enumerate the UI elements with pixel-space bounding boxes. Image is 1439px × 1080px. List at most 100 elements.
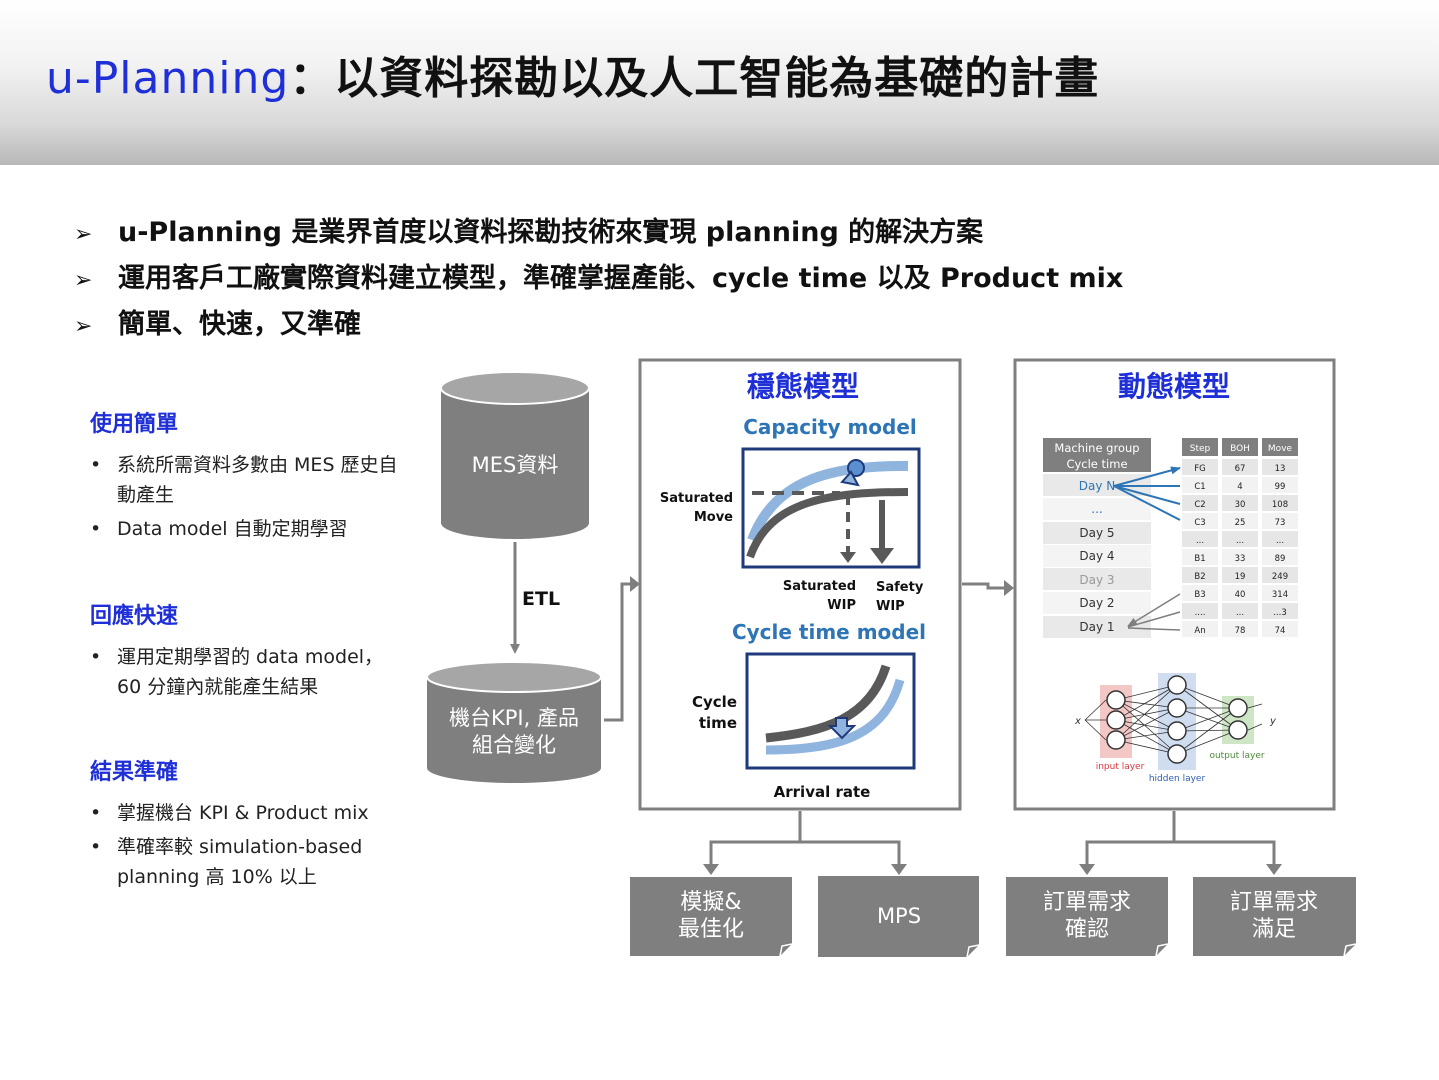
step-table-cell [1262,567,1298,583]
step-table-cell-text: C1 [1194,482,1205,492]
step-table-cell-text: ... [1276,536,1284,546]
capacity-ylabel-line2: Move [694,510,733,525]
step-table-cell [1182,567,1218,583]
machine-group-header-line2: Cycle time [1066,457,1127,471]
step-table-header-cell [1182,438,1218,456]
output-label-line1: 訂單需求 [1230,890,1318,915]
output-arrowheads [703,864,1282,875]
step-table-cell-text: ... [1196,536,1204,546]
step-table-cell [1182,459,1218,475]
step-table-cell [1222,513,1258,529]
step-table-cell [1222,477,1258,493]
nn-input-symbol: x [1074,716,1081,727]
step-table-cell-text: 67 [1235,464,1246,474]
connector-steady-to-dynamic [962,582,1008,590]
step-table-cell [1262,477,1298,493]
connector-arrowhead [1004,580,1014,596]
steady-state-title: 穩態模型 [747,370,859,403]
day-item: Day 5 [1079,526,1114,540]
section-heading: 使用簡單 [90,412,179,437]
step-table-cell-text: 4 [1237,482,1242,492]
step-table-cell [1182,513,1218,529]
title-text: ：以資料探勘以及人工智能為基礎的計畫 [289,53,1100,104]
cycle-xlabel: Arrival rate [774,783,871,801]
section-heading: 結果準確 [90,760,179,785]
capacity-xlabel-saturated: Saturated [783,579,856,594]
title-brand: u-Planning [46,53,290,104]
step-table-header-cell [1222,438,1258,456]
section-item: Data model 自動定期學習 [90,514,407,544]
step-table-cell-text: 40 [1235,590,1246,600]
day-item: Day 1 [1079,620,1114,634]
cycle-time-model-title: Cycle time model [732,620,926,644]
cycle-ylabel-line1: Cycle [692,693,737,711]
output-label: MPS [877,904,921,928]
etl-label: ETL [522,588,560,610]
nn-input-layer-label: input layer [1096,762,1145,772]
day-item: Day 2 [1079,596,1114,610]
title-bar: u-Planning：以資料探勘以及人工智能為基礎的計畫 [0,0,1439,165]
step-table-cell [1262,459,1298,475]
step-table-cell [1182,477,1218,493]
step-table-cell-text: 13 [1275,464,1286,474]
capacity-model-chart [741,447,921,569]
section-item: 掌握機台 KPI & Product mix [90,798,407,828]
output-label-line1: 訂單需求 [1043,890,1131,915]
capacity-xlabel-safety: Safety [876,580,924,595]
step-table-cell [1262,603,1298,619]
cycle-ylabel-line2: time [699,714,737,732]
key-point: ➢ u-Planning 是業界首度以資料探勘技術來實現 planning 的解決… [74,210,1123,256]
step-table-cell-text: FG [1194,464,1205,474]
step-table-cell [1262,621,1298,637]
step-table-cell-text: 89 [1275,554,1286,564]
step-table-cell [1222,603,1258,619]
capacity-xlabel-saturated-wip: WIP [827,598,856,613]
nn-output-symbol: y [1269,716,1277,727]
section-fast: 回應快速 運用定期學習的 data model，60 分鐘內就能產生結果 [90,598,407,706]
key-point-text: 簡單、快速，又準確 [118,309,361,340]
step-table-cell-text: 78 [1235,626,1246,636]
step-table-cell-text: .... [1195,608,1206,618]
capacity-xlabel-safety-wip: WIP [876,599,905,614]
step-table-cell-text: 73 [1275,518,1286,528]
page-title: u-Planning：以資料探勘以及人工智能為基礎的計畫 [46,42,1099,106]
day-item: Day 3 [1079,573,1114,587]
step-table-cell [1262,585,1298,601]
step-table-cell [1262,513,1298,529]
key-points: ➢ u-Planning 是業界首度以資料探勘技術來實現 planning 的解決… [74,210,1123,348]
arrow-bullet-icon: ➢ [74,222,93,247]
step-table-cell [1222,549,1258,565]
step-table-cell [1262,495,1298,511]
step-table-cell [1222,459,1258,475]
kpi-database: 機台KPI, 產品 組合變化 [426,661,602,783]
step-table-cell [1262,531,1298,547]
step-table-header-text: Move [1268,444,1293,454]
step-table-cell [1222,567,1258,583]
output-order-confirm: 訂單需求 確認 [1006,877,1169,957]
key-point: ➢運用客戶工廠實際資料建立模型，準確掌握產能、cycle time 以及 Pro… [74,256,1123,302]
machine-group-list: Machine group Cycle time Day N ... Day 5… [1043,438,1151,638]
step-table-cell-text: ...3 [1273,608,1287,618]
step-table-cell-text: 19 [1235,572,1246,582]
cycle-time-model-chart [745,652,916,770]
step-table-cell-text: 30 [1235,500,1246,510]
step-table-cell [1182,495,1218,511]
nn-output-layer-label: output layer [1209,751,1264,761]
output-label-line2: 滿足 [1252,917,1296,942]
connector-arrowhead [630,576,640,592]
output-order-fulfill: 訂單需求 滿足 [1193,877,1357,957]
step-table-cell-text: 249 [1272,572,1288,582]
step-table-cell-text: B3 [1194,590,1205,600]
dynamic-model-title: 動態模型 [1118,370,1230,403]
step-table-header-cell [1262,438,1298,456]
step-table-header-text: Step [1190,444,1211,454]
step-table-cell-text: C3 [1194,518,1205,528]
section-heading: 回應快速 [90,604,179,629]
key-point-text: u-Planning 是業界首度以資料探勘技術來實現 planning 的解決方… [118,217,984,248]
step-table-cell-text: B2 [1194,572,1205,582]
day-item: Day N [1079,479,1116,493]
step-table-cell-text: 74 [1275,626,1286,636]
section-item: 準確率較 simulation-based planning 高 10% 以上 [90,832,407,892]
capacity-ylabel-line1: Saturated [660,491,733,506]
